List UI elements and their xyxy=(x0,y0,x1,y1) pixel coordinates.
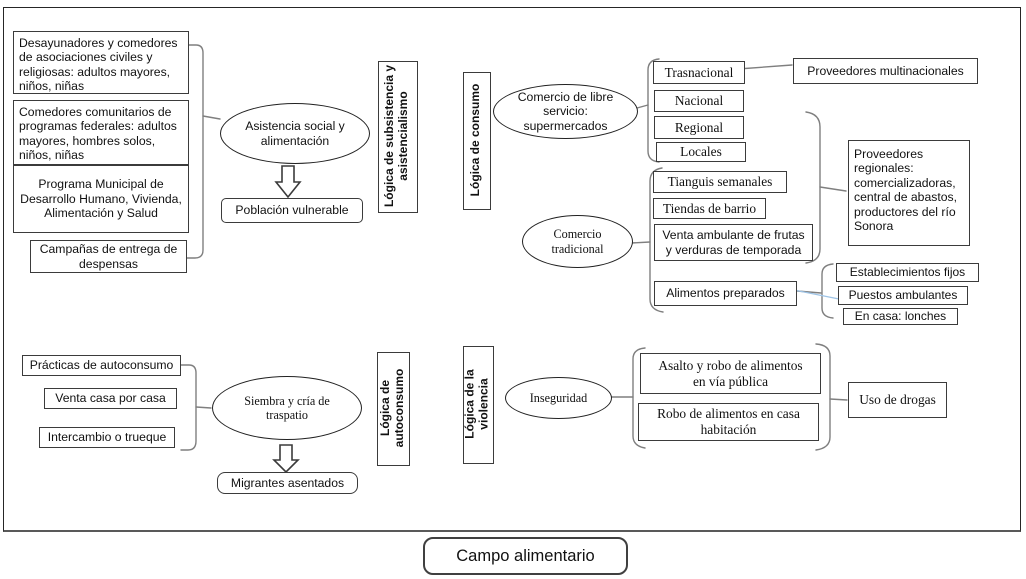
vlabel-logica-consumo: Lógica de consumo xyxy=(463,72,491,210)
box-locales: Locales xyxy=(656,142,746,162)
ellipse-supermercados: Comercio de libre servicio: supermercado… xyxy=(493,84,638,139)
box-establecimientos-fijos: Establecimientos fijos xyxy=(836,263,979,282)
box-campanas-despensas: Campañas de entrega de despensas xyxy=(30,240,187,273)
box-proveedores-multinacionales: Proveedores multinacionales xyxy=(793,58,978,84)
box-campo-alimentario: Campo alimentario xyxy=(423,537,628,575)
ellipse-siembra-traspatio: Siembra y cría de traspatio xyxy=(212,376,362,440)
box-practicas-autoconsumo-label: Prácticas de autoconsumo xyxy=(29,358,174,373)
box-uso-drogas: Uso de drogas xyxy=(848,382,947,418)
box-intercambio-trueque: Intercambio o trueque xyxy=(39,427,175,448)
box-programa-municipal: Programa Municipal de Desarrollo Humano,… xyxy=(13,165,189,233)
box-asalto-robo: Asalto y robo de alimentos en vía públic… xyxy=(640,353,821,394)
box-tiendas-barrio: Tiendas de barrio xyxy=(653,198,766,219)
box-en-casa-lonches: En casa: lonches xyxy=(843,308,958,325)
box-alimentos-preparados-label: Alimentos preparados xyxy=(666,286,785,301)
box-en-casa-lonches-label: En casa: lonches xyxy=(854,309,947,324)
ellipse-comercio-tradicional-label: Comercio tradicional xyxy=(551,227,604,256)
ellipse-siembra-traspatio-label: Siembra y cría de traspatio xyxy=(244,393,330,422)
box-migrantes-asentados: Migrantes asentados xyxy=(217,472,358,494)
ellipse-supermercados-label: Comercio de libre servicio: supermercado… xyxy=(517,90,614,133)
box-intercambio-trueque-label: Intercambio o trueque xyxy=(47,430,167,445)
box-proveedores-multinacionales-label: Proveedores multinacionales xyxy=(807,63,964,78)
box-migrantes-asentados-label: Migrantes asentados xyxy=(230,475,345,490)
vlabel-logica-subsistencia-text: Lógica de subsistencia y asistencialismo xyxy=(382,64,410,208)
box-venta-casa-por-casa-label: Venta casa por casa xyxy=(55,391,166,406)
box-desayunadores-label: Desayunadores y comedores de asociacione… xyxy=(19,36,178,94)
vlabel-logica-autoconsumo-text: Lógica de autoconsumo xyxy=(378,368,406,448)
box-tiendas-barrio-label: Tiendas de barrio xyxy=(662,200,757,216)
box-campanas-despensas-label: Campañas de entrega de despensas xyxy=(39,242,178,271)
box-locales-label: Locales xyxy=(680,144,722,160)
box-poblacion-vulnerable-label: Población vulnerable xyxy=(235,203,349,218)
box-practicas-autoconsumo: Prácticas de autoconsumo xyxy=(22,355,181,376)
box-nacional-label: Nacional xyxy=(674,93,724,109)
ellipse-comercio-tradicional: Comercio tradicional xyxy=(522,215,633,268)
ellipse-asistencia-social-label: Asistencia social y alimentación xyxy=(245,119,345,148)
box-robo-casa-label: Robo de alimentos en casa habitación xyxy=(657,406,800,437)
box-trasnacional: Trasnacional xyxy=(653,61,745,84)
box-desayunadores: Desayunadores y comedores de asociacione… xyxy=(13,31,189,94)
box-proveedores-regionales: Proveedores regionales: comercializadora… xyxy=(848,140,970,246)
box-poblacion-vulnerable: Población vulnerable xyxy=(221,198,363,223)
box-campo-alimentario-label: Campo alimentario xyxy=(456,546,595,565)
box-tianguis-semanales-label: Tianguis semanales xyxy=(667,174,773,190)
box-uso-drogas-label: Uso de drogas xyxy=(859,392,936,408)
box-asalto-robo-label: Asalto y robo de alimentos en vía públic… xyxy=(658,357,803,389)
box-venta-ambulante-label: Venta ambulante de frutas y verduras de … xyxy=(662,228,805,257)
box-venta-casa-por-casa: Venta casa por casa xyxy=(44,388,177,409)
ellipse-inseguridad-label: Inseguridad xyxy=(529,390,588,405)
box-nacional: Nacional xyxy=(654,90,744,112)
diagram-frame xyxy=(3,7,1021,532)
box-regional-label: Regional xyxy=(674,119,724,135)
vlabel-logica-autoconsumo: Lógica de autoconsumo xyxy=(377,352,410,466)
box-tianguis-semanales: Tianguis semanales xyxy=(653,171,787,193)
ellipse-asistencia-social: Asistencia social y alimentación xyxy=(220,103,370,164)
box-puestos-ambulantes: Puestos ambulantes xyxy=(838,286,968,305)
box-regional: Regional xyxy=(654,116,744,139)
vlabel-logica-violencia-text: Lógica de la violencia xyxy=(462,369,491,439)
box-venta-ambulante: Venta ambulante de frutas y verduras de … xyxy=(654,224,813,261)
vlabel-logica-violencia: Lógica de la violencia xyxy=(463,346,494,464)
box-proveedores-regionales-label: Proveedores regionales: comercializadora… xyxy=(854,147,957,233)
box-comedores-comunitarios-label: Comedores comunitarios de programas fede… xyxy=(19,105,177,163)
box-puestos-ambulantes-label: Puestos ambulantes xyxy=(848,288,958,303)
ellipse-inseguridad: Inseguridad xyxy=(505,377,612,419)
box-establecimientos-fijos-label: Establecimientos fijos xyxy=(849,265,966,280)
box-programa-municipal-label: Programa Municipal de Desarrollo Humano,… xyxy=(20,177,182,221)
vlabel-logica-consumo-text: Lógica de consumo xyxy=(468,83,483,197)
box-comedores-comunitarios: Comedores comunitarios de programas fede… xyxy=(13,100,189,165)
box-trasnacional-label: Trasnacional xyxy=(664,64,734,80)
vlabel-logica-subsistencia: Lógica de subsistencia y asistencialismo xyxy=(378,61,418,213)
box-alimentos-preparados: Alimentos preparados xyxy=(654,281,797,306)
box-robo-casa: Robo de alimentos en casa habitación xyxy=(638,403,819,441)
